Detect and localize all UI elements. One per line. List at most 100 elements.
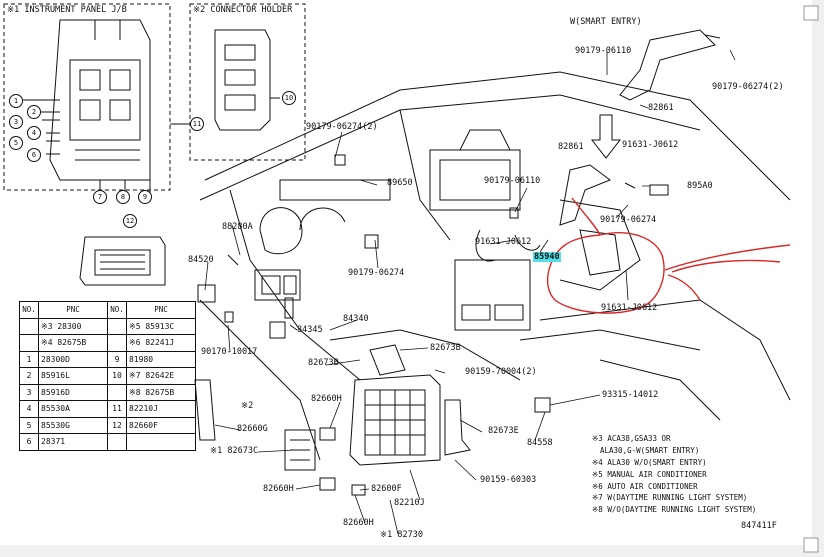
- ecu-module-illustration: [79, 236, 166, 286]
- callout-11: 11: [190, 117, 204, 131]
- table-cell: 5: [19, 416, 39, 434]
- table-cell: [19, 317, 39, 335]
- table-cell: 6: [19, 433, 39, 451]
- table-cell: ※6 82241J: [126, 334, 196, 352]
- part-label: 90179-06110: [484, 176, 541, 186]
- part-label: 82673B: [430, 343, 461, 353]
- note-line: ※6 AUTO AIR CONDITIONER: [592, 482, 698, 491]
- table-cell: ※3 28300: [38, 317, 108, 335]
- smart-entry-heading: W(SMART ENTRY): [570, 17, 642, 27]
- callout-12: 12: [123, 214, 137, 228]
- note-line: ※8 W/O(DAYTIME RUNNING LIGHT SYSTEM): [592, 505, 757, 514]
- table-cell: ※4 82675B: [38, 334, 108, 352]
- dashboard-outline: [199, 71, 791, 461]
- part-label: ※2: [241, 401, 254, 411]
- part-label: 84345: [297, 325, 323, 335]
- part-label: 91631-J0612: [622, 140, 679, 150]
- part-label: 90170-10017: [201, 347, 258, 357]
- part-label: 84340: [343, 314, 369, 324]
- table-cell: 1: [19, 350, 39, 368]
- table-row: 6 28371: [19, 433, 196, 451]
- part-label: 82861: [648, 103, 674, 113]
- table-row: 2 85916L 10 ※7 82642E: [19, 367, 196, 385]
- part-label: 82673B: [308, 358, 339, 368]
- part-label: 82210J: [394, 498, 425, 508]
- col-header-pnc: PNC: [38, 301, 108, 319]
- part-label: 91631-J0612: [601, 303, 658, 313]
- part-label: 82600F: [371, 484, 402, 494]
- table-cell: 85916D: [38, 383, 108, 401]
- callout-7: 7: [93, 190, 107, 204]
- table-cell: ※7 82642E: [126, 367, 196, 385]
- table-cell: 11: [107, 400, 127, 418]
- table-cell: 9: [107, 350, 127, 368]
- red-annotation: [546, 197, 791, 314]
- callout-10: 10: [282, 91, 296, 105]
- connector-holder-illustration: [214, 29, 280, 131]
- figure-code: 847411F: [741, 521, 777, 531]
- table-cell: 85530G: [38, 416, 108, 434]
- table-cell: [126, 433, 196, 451]
- table-cell: [107, 334, 127, 352]
- part-label: 84558: [527, 438, 553, 448]
- table-cell: ※5 85913C: [126, 317, 196, 335]
- part-label: 88280A: [222, 222, 253, 232]
- table-row: 1 28300D 9 81980: [19, 350, 196, 368]
- callout-1: 1: [9, 94, 23, 108]
- table-cell: ※8 82675B: [126, 383, 196, 401]
- part-label: 84520: [188, 255, 214, 265]
- col-header-pnc: PNC: [126, 301, 196, 319]
- callout-3: 3: [9, 115, 23, 129]
- table-cell: 28300D: [38, 350, 108, 368]
- col-header-no: NO.: [19, 301, 39, 319]
- callout-5: 5: [9, 136, 23, 150]
- junction-block-illustration: [22, 19, 195, 195]
- inst-panel-heading: ※1 INSTRUMENT PANEL J/B: [7, 5, 127, 15]
- part-label: 90179-06274(2): [712, 82, 784, 92]
- table-cell: [19, 334, 39, 352]
- part-label: 82673E: [488, 426, 519, 436]
- table-cell: [107, 433, 127, 451]
- part-label: 90159-70004(2): [465, 367, 537, 377]
- table-cell: 82660F: [126, 416, 196, 434]
- table-row: ※4 82675B ※6 82241J: [19, 334, 196, 352]
- table-cell: 10: [107, 367, 127, 385]
- part-label: 90179-06274(2): [306, 122, 378, 132]
- part-label: 90159-60303: [480, 475, 537, 485]
- callout-6: 6: [27, 148, 41, 162]
- part-label: ※1 82673C: [210, 446, 259, 456]
- leader-lines: [204, 49, 736, 535]
- bracket-illustration: [559, 29, 721, 226]
- table-cell: [107, 317, 127, 335]
- table-cell: 12: [107, 416, 127, 434]
- part-label-highlighted: 85940: [533, 252, 561, 262]
- part-label: ※1 82730: [380, 530, 423, 540]
- callout-8: 8: [116, 190, 130, 204]
- table-cell: 3: [19, 383, 39, 401]
- note-line: ALA30,G-W(SMART ENTRY): [600, 446, 700, 455]
- callout-2: 2: [27, 105, 41, 119]
- callout-4: 4: [27, 126, 41, 140]
- table-cell: 2: [19, 367, 39, 385]
- part-label: 82861: [558, 142, 584, 152]
- table-row: ※3 28300 ※5 85913C: [19, 317, 196, 335]
- small-parts: [194, 154, 669, 496]
- junction-box-illustration: [349, 374, 441, 466]
- part-label: 90179-06274: [600, 215, 657, 225]
- note-line: ※5 MANUAL AIR CONDITIONER: [592, 470, 707, 479]
- table-cell: 85530A: [38, 400, 108, 418]
- table-row: 4 85530A 11 82210J: [19, 400, 196, 418]
- part-label: 82660G: [237, 424, 268, 434]
- note-line: ※7 W(DAYTIME RUNNING LIGHT SYSTEM): [592, 493, 748, 502]
- callout-9: 9: [138, 190, 152, 204]
- part-label: 93315-14012: [602, 390, 659, 400]
- table-row: 3 85916D ※8 82675B: [19, 383, 196, 401]
- table-cell: 85916L: [38, 367, 108, 385]
- part-label: 90179-06274: [348, 268, 405, 278]
- table-row: 5 85530G 12 82660F: [19, 416, 196, 434]
- part-label: 895A0: [687, 181, 713, 191]
- part-label: 82660H: [343, 518, 374, 528]
- note-line: ※3 ACA38,GSA33 OR: [592, 434, 671, 443]
